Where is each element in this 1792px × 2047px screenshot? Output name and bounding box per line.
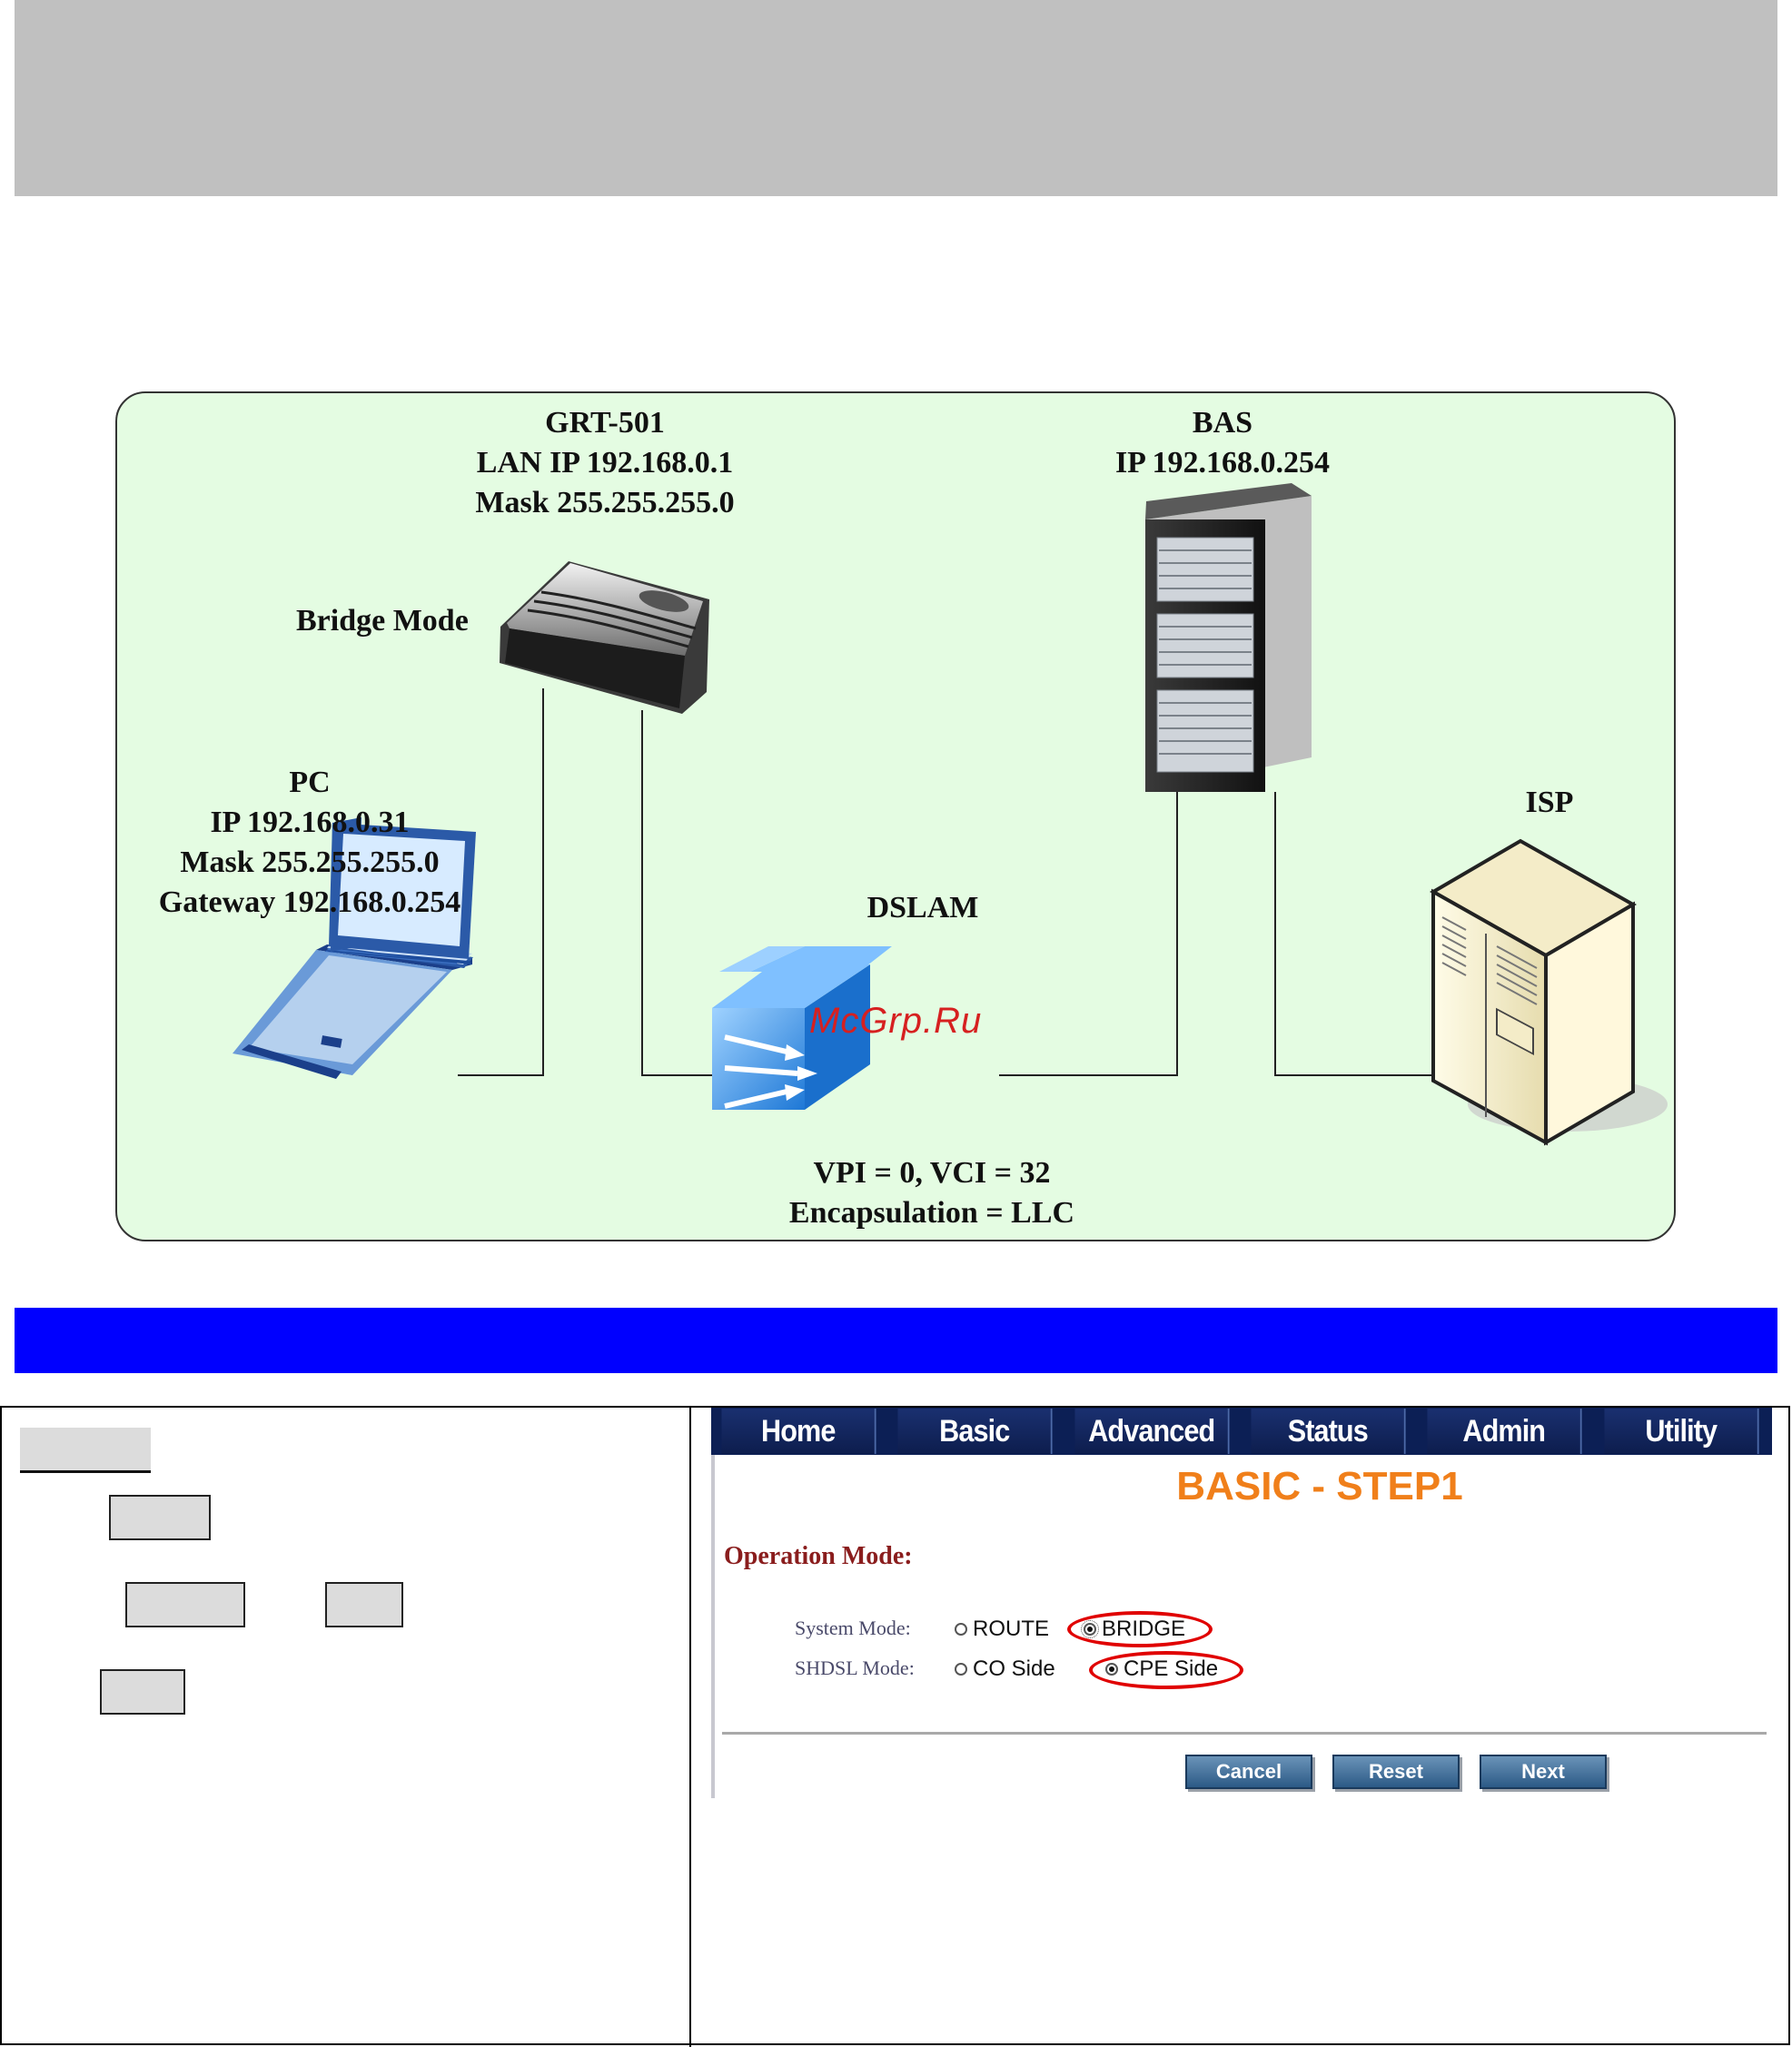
laptop-icon — [233, 817, 476, 1079]
pc-gateway: Gateway 192.168.0.254 — [158, 885, 461, 919]
radio-route[interactable]: ROUTE — [955, 1617, 1049, 1642]
top-nav: Home Basic Advanced Status Admin Utility — [711, 1408, 1772, 1455]
reset-button[interactable]: Reset — [1332, 1755, 1460, 1789]
step-heading-box — [20, 1428, 151, 1473]
placeholder-box-3 — [325, 1582, 403, 1627]
next-button[interactable]: Next — [1480, 1755, 1607, 1789]
dslam-vpi-vci: VPI = 0, VCI = 32 — [813, 1156, 1051, 1190]
pc-ip: IP 192.168.0.31 — [210, 806, 410, 839]
grt-label-block: GRT-501 LAN IP 192.168.0.1 Mask 255.255.… — [460, 403, 750, 523]
radio-route-label: ROUTE — [973, 1617, 1049, 1641]
bas-label-block: BAS IP 192.168.0.254 — [1086, 403, 1359, 483]
highlight-oval-cpe — [1089, 1651, 1243, 1689]
bas-server-icon — [1145, 483, 1312, 792]
dslam-settings-block: VPI = 0, VCI = 32 Encapsulation = LLC — [768, 1153, 1095, 1233]
left-border — [711, 1455, 715, 1798]
radio-circle-icon — [955, 1623, 967, 1636]
header-band — [15, 0, 1777, 196]
grt-mask: Mask 255.255.255.0 — [475, 486, 735, 519]
placeholder-box-1 — [109, 1495, 211, 1540]
router-icon — [500, 561, 709, 714]
tab-admin[interactable]: Admin — [1427, 1409, 1583, 1454]
connection-lines — [458, 688, 1433, 1076]
tab-advanced[interactable]: Advanced — [1074, 1409, 1230, 1454]
grt-lan-ip: LAN IP 192.168.0.1 — [476, 446, 734, 480]
isp-server-icon — [1429, 838, 1668, 1146]
instruction-table — [0, 1406, 1790, 2045]
page-title: BASIC - STEP1 — [1176, 1464, 1463, 1508]
radio-co-side[interactable]: CO Side — [955, 1656, 1055, 1682]
network-diagram: GRT-501 LAN IP 192.168.0.1 Mask 255.255.… — [114, 391, 1677, 1242]
table-divider — [689, 1406, 691, 2047]
placeholder-box-4 — [100, 1669, 185, 1715]
isp-name: ISP — [1525, 786, 1574, 819]
shdsl-mode-label: SHDSL Mode: — [795, 1656, 915, 1679]
pc-mask: Mask 255.255.255.0 — [180, 846, 440, 879]
tab-home[interactable]: Home — [721, 1409, 876, 1454]
bas-name: BAS — [1192, 406, 1253, 440]
bridge-mode-label: Bridge Mode — [296, 604, 469, 638]
router-web-ui: Home Basic Advanced Status Admin Utility… — [711, 1408, 1772, 1802]
pc-name: PC — [289, 766, 331, 799]
section-band — [15, 1308, 1777, 1373]
bas-ip: IP 192.168.0.254 — [1114, 446, 1331, 480]
tab-status[interactable]: Status — [1251, 1409, 1406, 1454]
dslam-name: DSLAM — [866, 891, 979, 925]
watermark-text: McGrp.Ru — [809, 1001, 983, 1041]
placeholder-box-2 — [125, 1582, 245, 1627]
pc-label-block: PC IP 192.168.0.31 Mask 255.255.255.0 Ga… — [151, 763, 469, 923]
divider — [722, 1732, 1767, 1735]
dslam-encapsulation: Encapsulation = LLC — [788, 1196, 1075, 1230]
dslam-switch-icon — [712, 946, 892, 1110]
diagram-canvas — [115, 391, 1676, 1241]
cancel-button[interactable]: Cancel — [1185, 1755, 1312, 1789]
tab-utility[interactable]: Utility — [1604, 1409, 1759, 1454]
grt-name: GRT-501 — [545, 406, 665, 440]
tab-basic[interactable]: Basic — [897, 1409, 1054, 1454]
radio-circle-icon — [955, 1663, 967, 1676]
radio-co-side-label: CO Side — [973, 1656, 1055, 1681]
highlight-oval-bridge — [1067, 1611, 1213, 1647]
operation-mode-heading: Operation Mode: — [724, 1542, 913, 1570]
system-mode-label: System Mode: — [795, 1617, 911, 1639]
